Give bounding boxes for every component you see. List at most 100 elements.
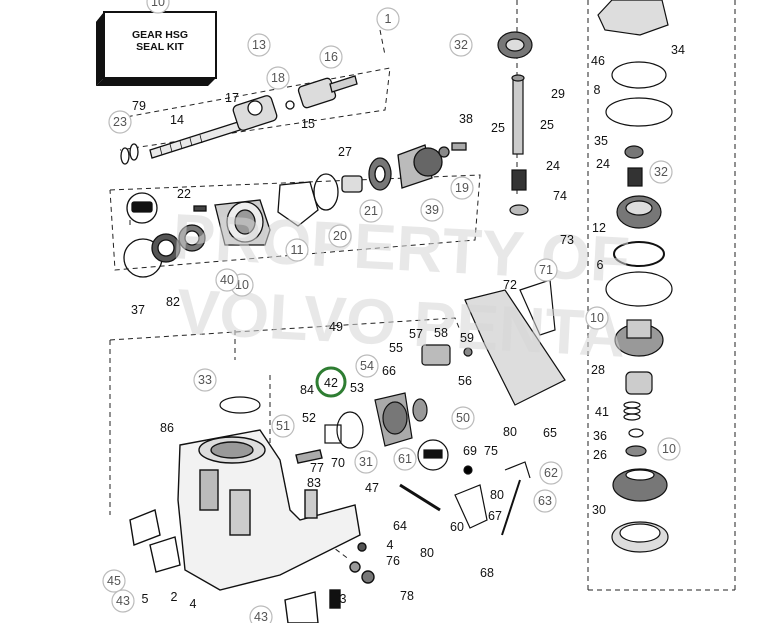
part-label[interactable]: 56 (458, 374, 472, 388)
circled-part-label[interactable]: 40 (215, 268, 239, 292)
part-label[interactable]: 15 (301, 117, 315, 131)
circled-part-label[interactable]: 10 (146, 0, 170, 14)
circled-part-label[interactable]: 51 (271, 414, 295, 438)
part-label[interactable]: 65 (543, 426, 557, 440)
callout-number: 20 (333, 229, 347, 243)
circled-part-label[interactable]: 50 (451, 406, 475, 430)
circled-part-label[interactable]: 39 (420, 198, 444, 222)
part-label[interactable]: 78 (400, 589, 414, 603)
part-label[interactable]: 37 (131, 303, 145, 317)
circled-part-label[interactable]: 21 (359, 199, 383, 223)
part-label[interactable]: 75 (484, 444, 498, 458)
part-label[interactable]: 22 (177, 187, 191, 201)
callout-number: 10 (590, 311, 604, 325)
part-label[interactable]: 68 (480, 566, 494, 580)
circled-part-label[interactable]: 54 (355, 354, 379, 378)
part-label[interactable]: 86 (160, 421, 174, 435)
circled-part-label[interactable]: 19 (450, 176, 474, 200)
part-label[interactable]: 2 (171, 590, 178, 604)
circled-part-label[interactable]: 10 (657, 437, 681, 461)
part-label[interactable]: 80 (503, 425, 517, 439)
part-label[interactable]: 60 (450, 520, 464, 534)
part-label[interactable]: 72 (503, 278, 517, 292)
circled-part-label[interactable]: 16 (319, 45, 343, 69)
callout-number: 50 (456, 411, 470, 425)
highlighted-callout-label[interactable]: 42 (324, 376, 338, 390)
circled-part-label[interactable]: 10 (585, 306, 609, 330)
part-label[interactable]: 5 (142, 592, 149, 606)
vertical-shaft-stack (497, 0, 673, 553)
circled-part-label[interactable]: 1 (376, 7, 400, 31)
part-label[interactable]: 4 (190, 597, 197, 611)
part-label[interactable]: 80 (490, 488, 504, 502)
callout-circle (146, 0, 170, 14)
part-label[interactable]: 80 (420, 546, 434, 560)
part-label[interactable]: 69 (463, 444, 477, 458)
circled-part-label[interactable]: 32 (649, 160, 673, 184)
part-label[interactable]: 58 (434, 326, 448, 340)
part-label[interactable]: 84 (300, 383, 314, 397)
callout-circle (450, 176, 474, 200)
callout-circle (102, 569, 126, 593)
circled-part-label[interactable]: 45 (102, 569, 126, 593)
part-label[interactable]: 25 (540, 118, 554, 132)
part-label[interactable]: 28 (591, 363, 605, 377)
part-label[interactable]: 29 (551, 87, 565, 101)
part-label[interactable]: 73 (560, 233, 574, 247)
part-label[interactable]: 27 (338, 145, 352, 159)
part-label[interactable]: 83 (307, 476, 321, 490)
part-label[interactable]: 4 (387, 538, 394, 552)
part-label[interactable]: 53 (350, 381, 364, 395)
part-label[interactable]: 79 (132, 99, 146, 113)
part-label[interactable]: 77 (310, 461, 324, 475)
circled-part-label[interactable]: 43 (111, 589, 135, 613)
part-label[interactable]: 30 (592, 503, 606, 517)
part-label[interactable]: 67 (488, 509, 502, 523)
part-label[interactable]: 46 (591, 54, 605, 68)
part-label[interactable]: 57 (409, 327, 423, 341)
circled-part-label[interactable]: 13 (247, 33, 271, 57)
part-label[interactable]: 8 (594, 83, 601, 97)
part-label[interactable]: 49 (329, 320, 343, 334)
circled-part-label[interactable]: 61 (393, 447, 417, 471)
circled-part-label[interactable]: 32 (449, 33, 473, 57)
part-label[interactable]: 52 (302, 411, 316, 425)
callout-number: 61 (398, 452, 412, 466)
part-label[interactable]: 26 (593, 448, 607, 462)
circled-part-label[interactable]: 63 (533, 489, 557, 513)
part-label[interactable]: 35 (594, 134, 608, 148)
circled-part-label[interactable]: 18 (266, 66, 290, 90)
part-label[interactable]: 74 (553, 189, 567, 203)
part-label[interactable]: 3 (340, 592, 347, 606)
circled-part-label[interactable]: 62 (539, 461, 563, 485)
part-label[interactable]: 82 (166, 295, 180, 309)
circled-part-label[interactable]: 43 (249, 605, 273, 623)
part-label[interactable]: 36 (593, 429, 607, 443)
part-label[interactable]: 12 (592, 221, 606, 235)
part-label[interactable]: 76 (386, 554, 400, 568)
part-label[interactable]: 55 (389, 341, 403, 355)
part-label[interactable]: 47 (365, 481, 379, 495)
part-label[interactable]: 24 (546, 159, 560, 173)
part-label[interactable]: 38 (459, 112, 473, 126)
highlight-ring[interactable] (315, 366, 347, 398)
part-label[interactable]: 17 (225, 91, 239, 105)
part-label[interactable]: 25 (491, 121, 505, 135)
circled-part-label[interactable]: 20 (328, 224, 352, 248)
part-label[interactable]: 6 (597, 258, 604, 272)
circled-part-label[interactable]: 71 (534, 258, 558, 282)
part-label[interactable]: 64 (393, 519, 407, 533)
part-label[interactable]: 41 (595, 405, 609, 419)
part-label[interactable]: 66 (382, 364, 396, 378)
circled-part-label[interactable]: 11 (285, 238, 309, 262)
part-label[interactable]: 24 (596, 157, 610, 171)
circled-part-label[interactable]: 23 (108, 110, 132, 134)
part-label[interactable]: 34 (671, 43, 685, 57)
part-label[interactable]: 59 (460, 331, 474, 345)
part-label[interactable]: 70 (331, 456, 345, 470)
circled-part-label[interactable]: 31 (354, 450, 378, 474)
part-label[interactable]: 14 (170, 113, 184, 127)
circled-part-label[interactable]: 33 (193, 368, 217, 392)
